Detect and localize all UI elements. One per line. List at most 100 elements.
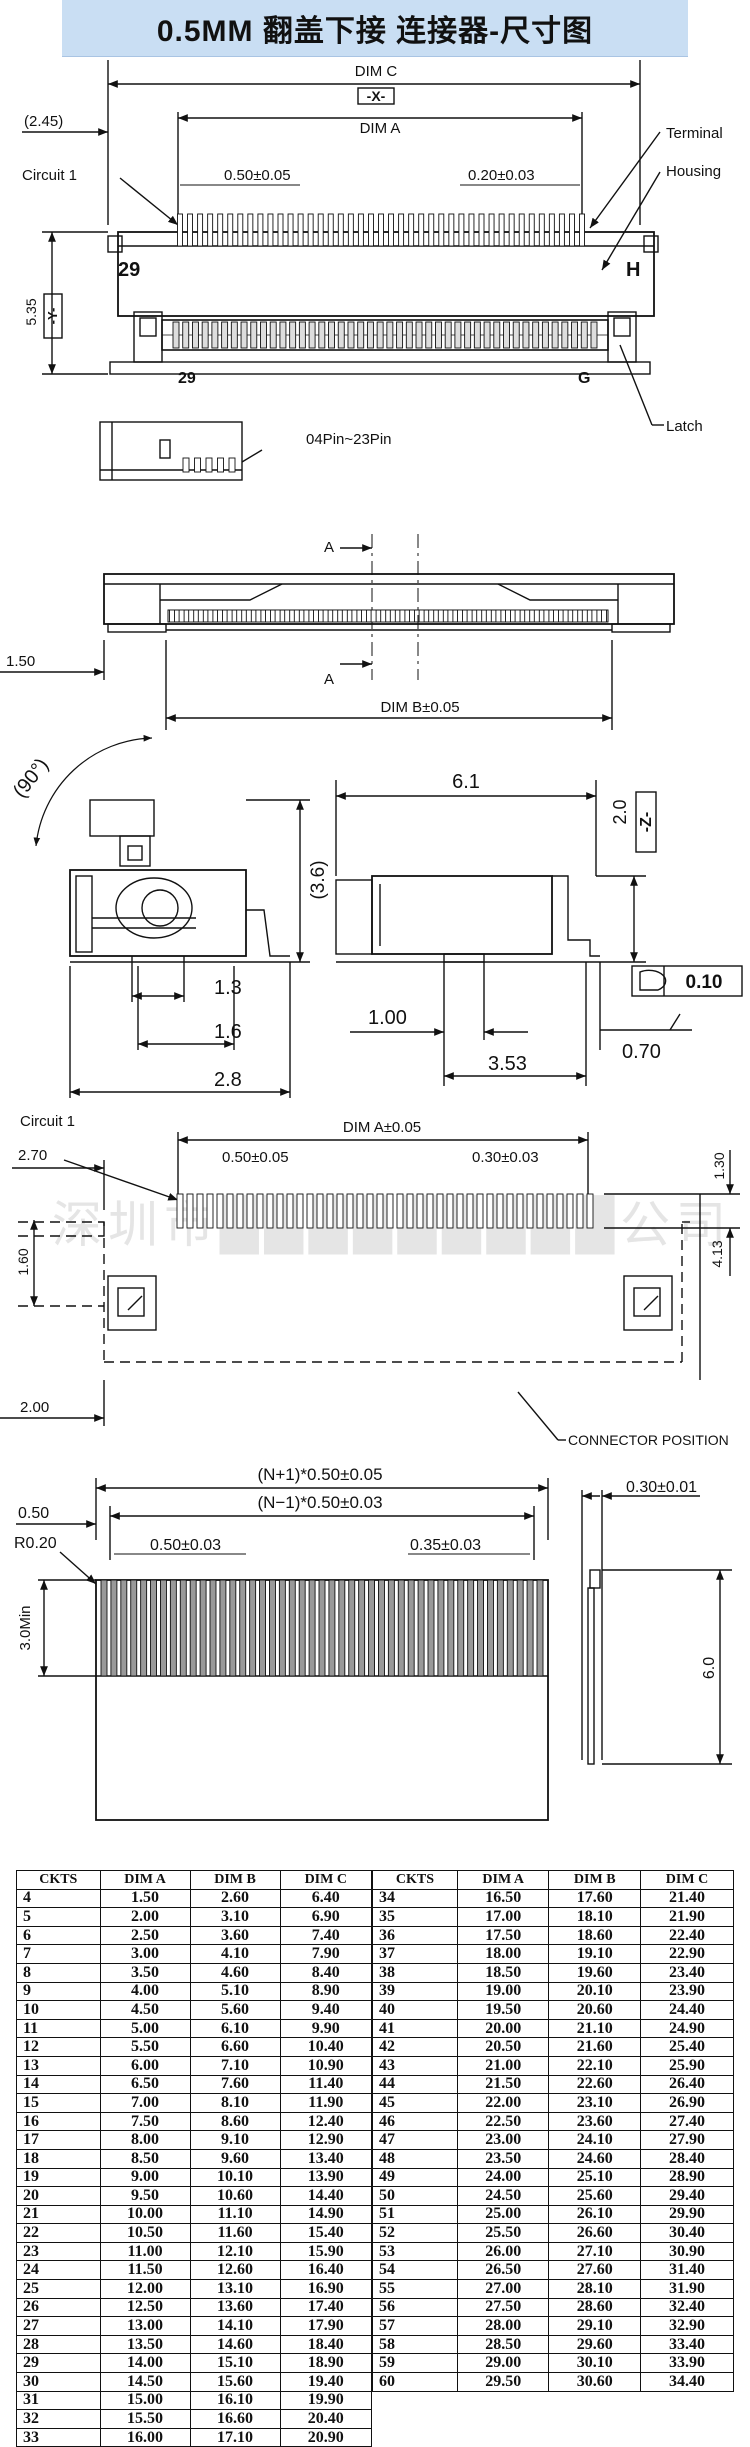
terminal-pin <box>448 213 455 247</box>
front-pin <box>207 609 214 623</box>
cell-dim-a: 21.50 <box>456 2074 550 2095</box>
cell-dim-a: 28.50 <box>456 2334 550 2355</box>
header-ckts: CKTS <box>16 1870 101 1890</box>
cell-dim-c: 24.40 <box>640 2000 734 2020</box>
slot-contact <box>503 321 510 349</box>
footprint-pad <box>576 1193 584 1229</box>
fpc-pitch-left: 0.50±0.03 <box>150 1537 221 1554</box>
front-pin <box>399 609 406 623</box>
front-view <box>0 421 675 730</box>
cell-dim-a: 23.00 <box>456 2130 550 2150</box>
slot-contact <box>386 321 394 349</box>
dim-1-30-label: 1.30 <box>711 1152 727 1179</box>
cell-ckts: 42 <box>372 2037 458 2057</box>
cell-dim-a: 18.00 <box>456 1944 550 1964</box>
terminal-pins-slot <box>172 321 598 349</box>
cell-dim-b: 25.60 <box>548 2186 641 2206</box>
cell-ckts: 60 <box>372 2372 458 2392</box>
slot-contact <box>522 321 530 349</box>
cell-dim-a: 17.50 <box>456 1925 550 1946</box>
footprint-pad <box>486 1193 494 1229</box>
cell-dim-c: 19.40 <box>279 2372 373 2392</box>
latch-label: Latch <box>666 418 703 435</box>
cell-dim-c: 20.90 <box>279 2427 373 2447</box>
slot-contact <box>269 321 277 349</box>
terminal-pin <box>418 213 425 247</box>
footprint-pad <box>416 1193 424 1229</box>
terminal-pin <box>317 213 324 247</box>
dim-c-label: DIM C <box>355 63 398 80</box>
footprint-pad <box>246 1193 254 1229</box>
terminal-pin <box>247 213 254 247</box>
cell-dim-c: 6.40 <box>279 1888 373 1909</box>
detail-pin <box>217 457 224 473</box>
cell-ckts: 39 <box>372 1981 458 2002</box>
terminal-pin <box>498 213 505 247</box>
cell-dim-b: 4.10 <box>189 1944 281 1964</box>
cell-ckts: 48 <box>372 2148 458 2169</box>
terminal-pin <box>287 213 294 247</box>
front-pin <box>255 609 262 623</box>
pin-range-label: 04Pin~23Pin <box>306 431 392 448</box>
dim-6-1-label: 6.1 <box>452 771 480 793</box>
cell-ckts: 37 <box>372 1944 458 1964</box>
cell-dim-a: 4.00 <box>99 1981 191 2002</box>
cell-dim-c: 16.90 <box>279 2279 373 2299</box>
terminal-pin <box>388 213 394 247</box>
cell-dim-a: 2.00 <box>99 1907 191 1927</box>
fpc-finger <box>328 1579 336 1677</box>
cell-dim-a: 27.00 <box>456 2279 550 2299</box>
footprint-pad <box>436 1193 444 1229</box>
n-minus-1-label: (N−1)*0.50±0.03 <box>257 1493 382 1512</box>
fpc-finger <box>338 1579 346 1677</box>
slot-contact <box>512 321 520 349</box>
footprint-pad <box>476 1193 484 1229</box>
fpc-finger <box>427 1579 435 1677</box>
front-pin <box>533 609 540 623</box>
cell-dim-c: 16.40 <box>279 2260 373 2281</box>
footprint-pitch-left: 0.50±0.05 <box>222 1149 289 1166</box>
footprint-pad <box>516 1193 524 1229</box>
terminal-pin <box>327 213 334 247</box>
footprint-pad <box>556 1193 564 1229</box>
cell-dim-c: 25.40 <box>640 2037 734 2057</box>
fpc-finger <box>348 1579 356 1677</box>
footprint-pad <box>256 1193 264 1229</box>
cell-dim-c: 10.40 <box>279 2037 373 2057</box>
front-pin <box>601 609 607 623</box>
cell-dim-c: 13.40 <box>279 2148 373 2169</box>
cell-dim-b: 17.60 <box>548 1888 641 1909</box>
cell-dim-b: 12.60 <box>189 2260 281 2281</box>
fpc-finger <box>477 1579 484 1677</box>
cell-dim-c: 11.40 <box>279 2074 373 2095</box>
fpc-finger <box>536 1579 544 1677</box>
cell-dim-a: 22.00 <box>456 2093 550 2113</box>
cell-dim-b: 25.10 <box>548 2167 641 2188</box>
cell-dim-b: 7.60 <box>189 2074 281 2095</box>
header-dim-b: DIM B <box>189 1870 281 1890</box>
slot-contact <box>201 321 209 349</box>
cell-ckts: 11 <box>16 2018 101 2039</box>
terminal-pin <box>428 213 435 247</box>
cell-ckts: 18 <box>16 2148 101 2169</box>
footprint-pad <box>586 1193 594 1229</box>
table-header-row: CKTS DIM A DIM B DIM C <box>16 1870 373 1890</box>
footprint-pad <box>506 1193 514 1229</box>
cell-dim-c: 17.90 <box>279 2316 373 2336</box>
pitch-right-label: 0.20±0.03 <box>468 167 535 184</box>
terminal-pin <box>297 213 304 247</box>
front-pin <box>303 609 310 623</box>
terminal-pins-front <box>169 609 607 623</box>
cell-ckts: 49 <box>372 2167 458 2188</box>
cell-dim-c: 19.90 <box>279 2390 373 2411</box>
cell-dim-b: 10.60 <box>189 2186 281 2206</box>
slot-contact <box>571 321 579 349</box>
